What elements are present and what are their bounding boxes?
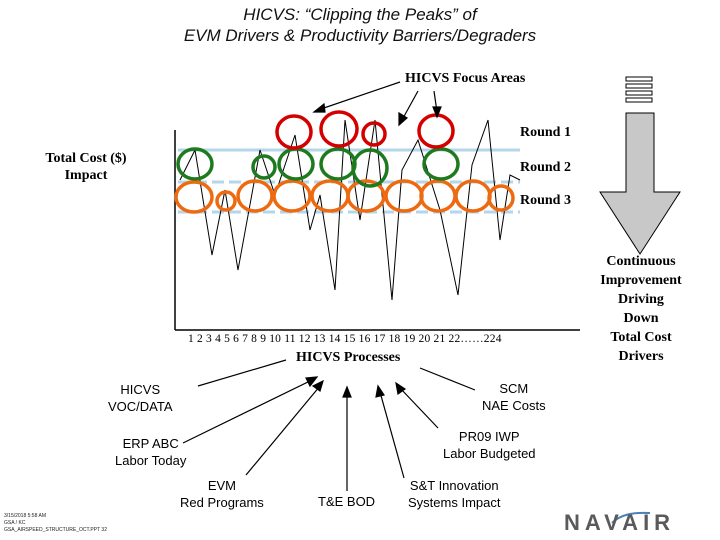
total-cost-label: Total Cost ($) Impact — [45, 151, 127, 183]
input-st-innovation: S&T Innovation Systems Impact — [408, 477, 500, 511]
input-line: ERP ABC — [122, 436, 179, 451]
input-arrow — [419, 367, 476, 391]
logo-text: NAVAIR — [564, 510, 675, 535]
focus-arrow — [317, 81, 401, 111]
navair-swoosh — [611, 511, 651, 524]
ci-line: Total Cost — [610, 330, 672, 345]
input-arrowhead — [375, 384, 385, 398]
input-arrowhead — [342, 385, 352, 398]
round-3-circle — [487, 184, 515, 212]
input-line: HICVS — [120, 382, 161, 397]
input-line: PR09 IWP — [458, 429, 520, 444]
round-2-circles — [176, 147, 460, 188]
input-arrows — [182, 359, 476, 491]
round-2-circle — [319, 147, 357, 181]
title-line-2: EVM Drivers & Productivity Barriers/Degr… — [183, 26, 537, 45]
round-3-circles — [174, 179, 515, 214]
slide-footer: 3/15/2018 5:58 AM GSA / KC GSA_AIRSPEED_… — [4, 513, 107, 534]
input-erp-abc: ERP ABC Labor Today — [115, 435, 186, 469]
ci-line: Improvement — [600, 273, 682, 288]
input-scm: SCM NAE Costs — [482, 380, 546, 414]
hierarchy-arrow-icon — [625, 76, 653, 103]
input-arrowhead — [305, 376, 319, 388]
ci-line: Driving — [618, 292, 664, 307]
input-line: SCM — [499, 381, 529, 396]
round-2-circle — [176, 147, 214, 181]
round-3-label: Round 3 — [520, 193, 571, 208]
input-line: S&T Innovation — [409, 478, 499, 493]
focus-arrow — [401, 90, 419, 121]
round-2-circle — [351, 148, 389, 188]
processes-label: HICVS Processes — [296, 350, 401, 365]
input-te-bod: T&E BOD — [318, 493, 375, 510]
input-arrow — [182, 379, 313, 444]
round-1-label: Round 1 — [520, 125, 571, 140]
round-3-circle — [454, 179, 492, 213]
continuous-improvement-arrow — [599, 112, 681, 255]
round-1-circle — [275, 114, 313, 150]
input-line: T&E BOD — [318, 494, 376, 509]
round-1-circle — [417, 113, 455, 149]
focus-areas-label: HICVS Focus Areas — [405, 71, 526, 86]
continuous-improvement-label: Continuous Improvement Driving Down Tota… — [588, 252, 694, 366]
round-2-circle — [251, 154, 277, 180]
input-arrowhead — [395, 381, 407, 396]
round-1-circle — [319, 110, 359, 148]
input-voc-data: HICVS VOC/DATA — [108, 381, 173, 415]
round-3-circle — [215, 190, 237, 212]
round-3-circle — [272, 179, 312, 213]
input-arrow — [197, 359, 287, 387]
input-line: Red Programs — [180, 495, 264, 510]
x-axis-tick-labels: 1 2 3 4 5 6 7 8 9 10 11 12 13 14 15 16 1… — [188, 333, 502, 345]
footer-line: 3/15/2018 5:58 AM — [4, 513, 46, 519]
input-arrow — [399, 387, 439, 429]
input-arrow — [379, 391, 405, 479]
input-pr09-iwp: PR09 IWP Labor Budgeted — [443, 428, 536, 462]
slide-title: HICVS: “Clipping the Peaks” of EVM Drive… — [0, 4, 720, 46]
input-line: VOC/DATA — [108, 399, 173, 414]
hierarchy-bar — [625, 90, 653, 96]
ci-line: Drivers — [618, 349, 664, 364]
round-2-label: Round 2 — [520, 160, 571, 175]
round-2-circle — [277, 147, 315, 181]
round-3-circle — [174, 180, 214, 214]
ci-line: Down — [623, 311, 659, 326]
round-3-circle — [310, 179, 350, 213]
round-3-circle — [419, 179, 457, 213]
focus-arrowhead — [312, 102, 326, 113]
footer-line: GSA_AIRSPEED_STRUCTURE_OCT.PPT 32 — [4, 527, 107, 533]
hierarchy-bar — [625, 97, 653, 103]
round-2-circle — [422, 147, 460, 181]
navair-logo — [611, 511, 651, 524]
round-3-circle — [384, 179, 424, 213]
title-line-1: HICVS: “Clipping the Peaks” of — [243, 5, 477, 24]
input-line: EVM — [207, 478, 236, 493]
footer-line: GSA / KC — [4, 520, 26, 526]
round-1-circles — [275, 110, 455, 150]
input-evm: EVM Red Programs — [180, 477, 264, 511]
input-line: Labor Today — [115, 453, 187, 468]
input-arrow — [245, 385, 321, 476]
hierarchy-bar — [625, 83, 653, 89]
ci-line: Continuous — [606, 254, 676, 269]
round-3-circle — [236, 179, 274, 213]
hierarchy-bar — [625, 76, 653, 82]
focus-arrowhead — [432, 106, 442, 119]
input-line: Systems Impact — [408, 495, 501, 510]
focus-arrows — [312, 81, 442, 127]
focus-arrowhead — [398, 111, 409, 127]
input-line: NAE Costs — [482, 398, 546, 413]
navair-logo-text: NAVAIR — [564, 510, 675, 535]
input-line: Labor Budgeted — [443, 446, 536, 461]
round-1-circle — [361, 121, 387, 147]
round-3-circle — [346, 179, 386, 213]
input-arrowhead — [311, 379, 324, 392]
